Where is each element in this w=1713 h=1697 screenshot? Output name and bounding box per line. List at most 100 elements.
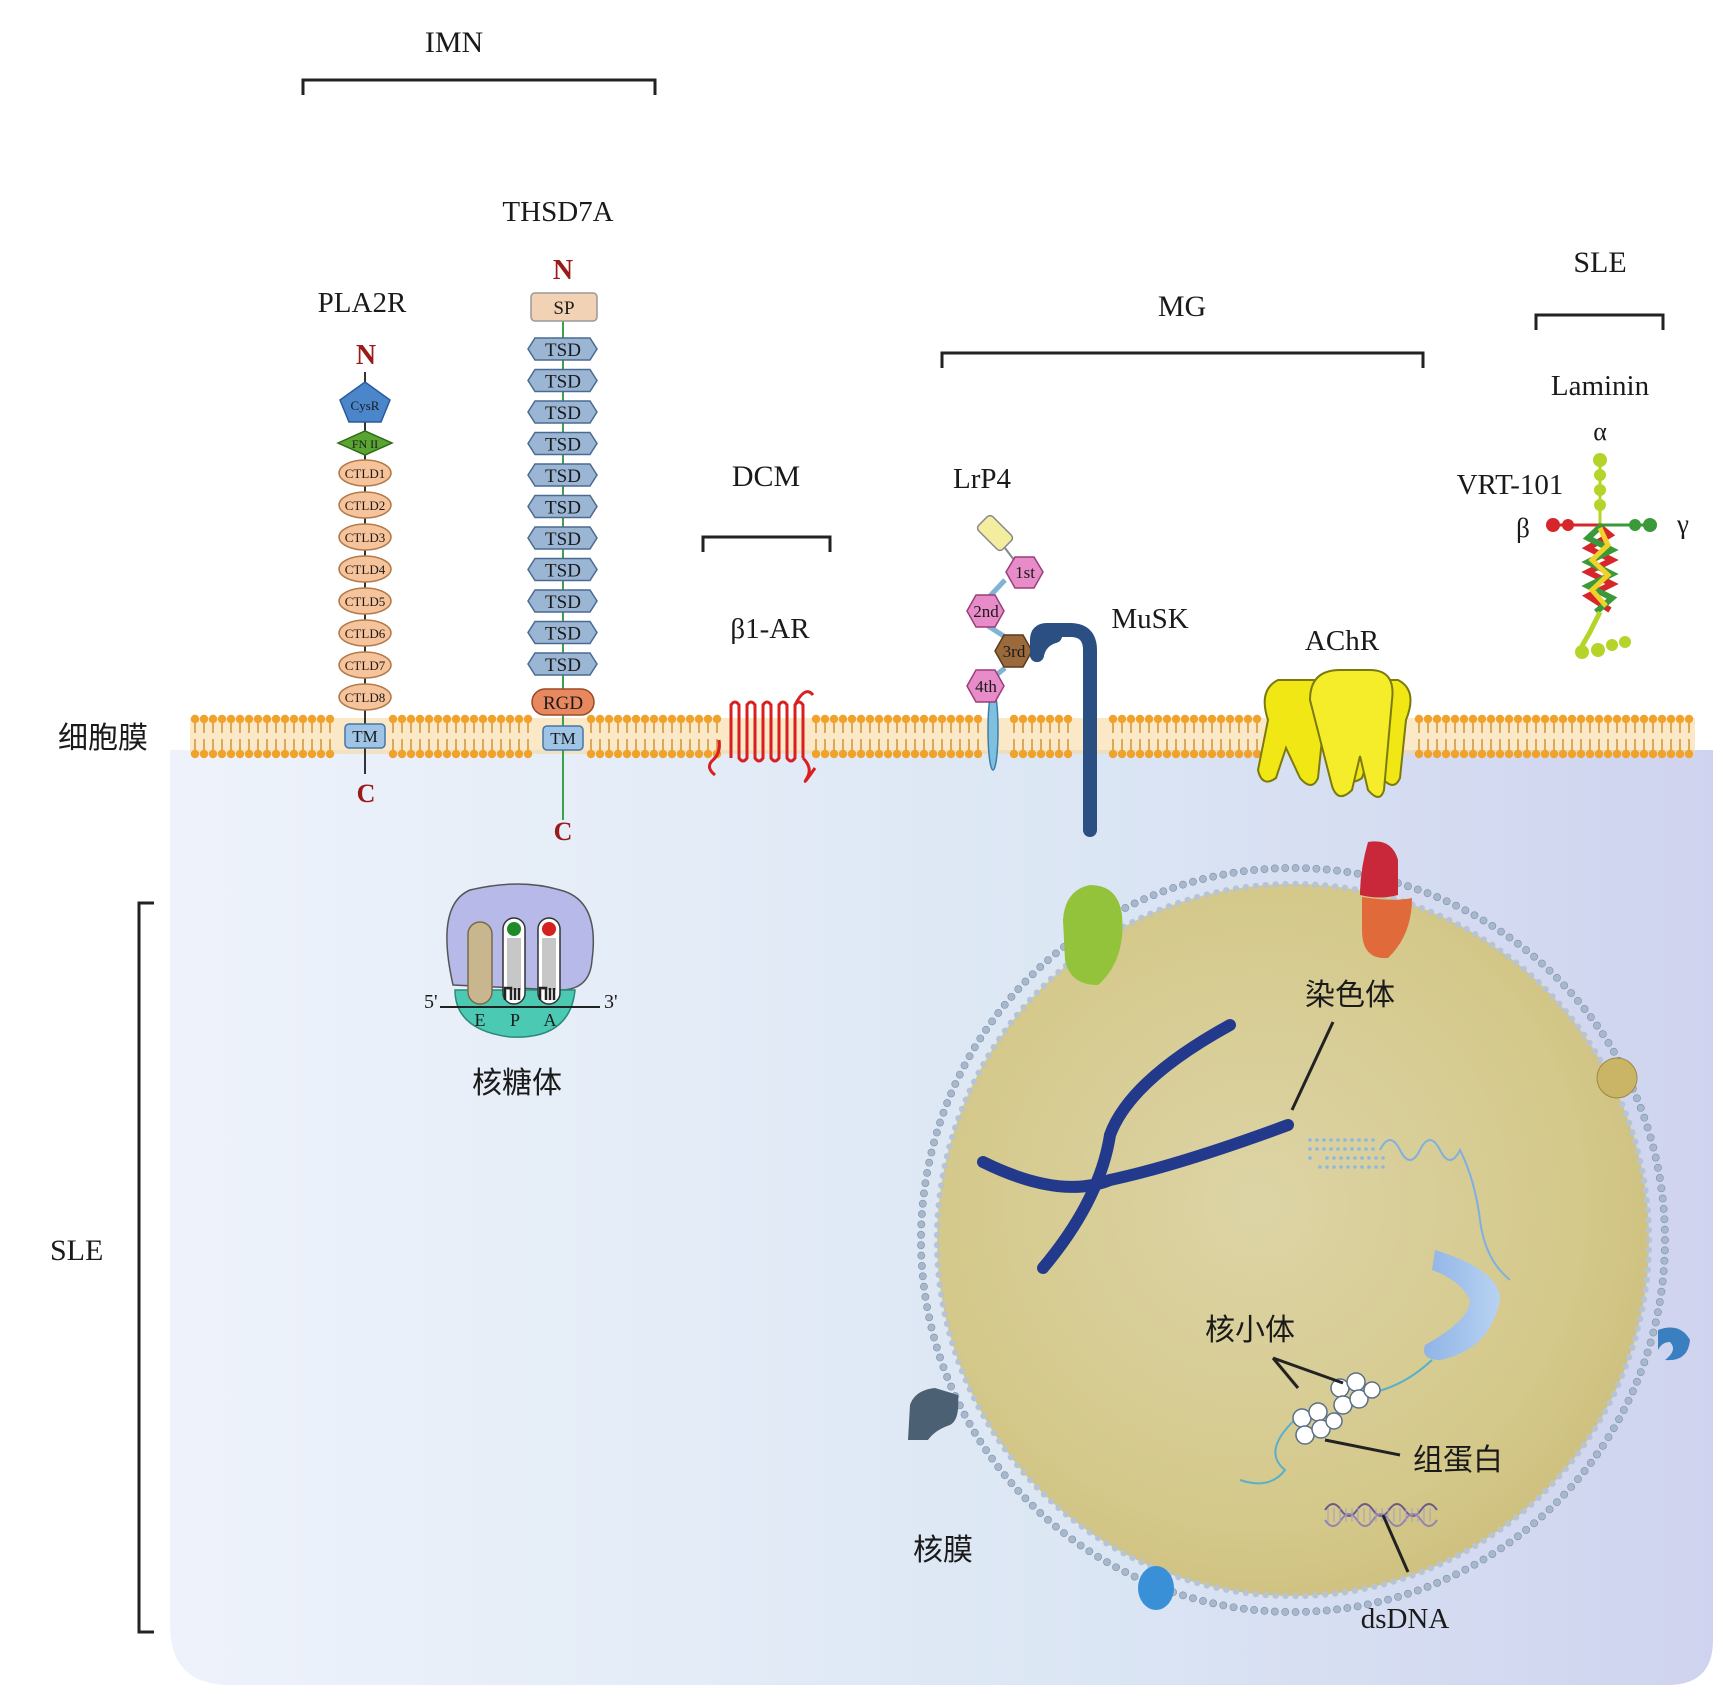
thsd7a-tsd-domain-3: TSD (527, 400, 598, 424)
svg-text:CTLD3: CTLD3 (345, 530, 385, 545)
bracket-imn-label: IMN (425, 26, 483, 59)
histone-pointer (1324, 1438, 1401, 1457)
lrp4-domain-2nd: 2nd (966, 594, 1005, 628)
nucleosome-label: 核小体 (1205, 1313, 1295, 1348)
bracket-dcm-label: DCM (732, 460, 800, 493)
chromosome-label: 染色体 (1305, 978, 1395, 1013)
pla2r-n-terminus: N (356, 340, 376, 371)
ribosome-site-p: P (510, 1010, 520, 1030)
ribosome-site-e: E (475, 1010, 486, 1030)
svg-text:RGD: RGD (543, 693, 583, 714)
thsd7a-rgd-domain: RGD (531, 688, 595, 716)
svg-text:TSD: TSD (545, 655, 581, 676)
svg-text:TSD: TSD (545, 435, 581, 456)
svg-text:TSD: TSD (545, 498, 581, 519)
dsdna-helix (1324, 1503, 1438, 1527)
nuclear-envelope-label: 核膜 (913, 1533, 973, 1568)
thsd7a-tsd-domain-7: TSD (527, 526, 598, 550)
svg-text:CTLD7: CTLD7 (345, 658, 386, 673)
ribosome-label: 核糖体 (472, 1066, 562, 1101)
pla2r-ctld5-domain: CTLD5 (338, 587, 392, 615)
thsd7a-tsd-domain-6: TSD (527, 494, 598, 519)
vrt101-label: VRT-101 (1457, 469, 1564, 501)
nuclear-protein-blue-hook (1658, 1327, 1690, 1361)
svg-text:TM: TM (352, 727, 378, 746)
nuclear-protein-green (1063, 885, 1123, 985)
bracket-sle-left-label: SLE (50, 1234, 103, 1267)
ribosome-site-a: A (544, 1010, 557, 1030)
chromosome (977, 1019, 1294, 1274)
svg-text:CTLD2: CTLD2 (345, 498, 385, 513)
pla2r-ctld1-domain: CTLD1 (338, 459, 392, 487)
pla2r-ctld6-domain: CTLD6 (338, 619, 392, 647)
svg-text:CTLD5: CTLD5 (345, 594, 385, 609)
thsd7a-sp-domain: SP (530, 292, 598, 322)
bracket-dcm (701, 535, 832, 552)
lrp4-domain-4th: 4th (966, 669, 1005, 703)
svg-text:TM: TM (550, 729, 576, 748)
bracket-mg (940, 351, 1425, 368)
laminin-label: Laminin (1551, 370, 1650, 402)
svg-text:SP: SP (553, 298, 574, 319)
thsd7a-c-terminus: C (554, 817, 573, 846)
ribosome-three-prime: 3' (604, 991, 618, 1013)
svg-text:TSD: TSD (545, 466, 581, 487)
laminin-molecule (1546, 453, 1657, 659)
pla2r-tm-domain: TM (344, 723, 386, 749)
pla2r-c-terminus: C (357, 779, 376, 808)
dsdna-label: dsDNA (1361, 1603, 1450, 1635)
pla2r-fn2-domain: FN II (336, 430, 394, 456)
svg-text:TSD: TSD (545, 624, 581, 645)
histone-label: 组蛋白 (1413, 1443, 1503, 1478)
bracket-mg-label: MG (1158, 290, 1206, 323)
svg-text:TSD: TSD (545, 403, 581, 424)
b1ar-label: β1-AR (730, 613, 810, 645)
bracket-sle-top (1534, 313, 1665, 330)
chromatin-fiber (1239, 1138, 1511, 1485)
thsd7a-tsd-domain-2: TSD (527, 368, 598, 393)
bracket-imn (301, 78, 657, 95)
svg-text:CTLD4: CTLD4 (345, 562, 386, 577)
thsd7a-label: THSD7A (502, 196, 613, 228)
pla2r-ctld3-domain: CTLD3 (338, 523, 392, 551)
nuclear-protein-tan (1596, 1057, 1638, 1099)
lrp4-label: LrP4 (953, 463, 1012, 495)
nuclear-protein-red (1360, 841, 1412, 959)
musk-label: MuSK (1111, 603, 1188, 635)
thsd7a-tsd-domain-11: TSD (527, 652, 598, 676)
svg-text:2nd: 2nd (973, 602, 999, 621)
svg-text:3rd: 3rd (1003, 642, 1026, 661)
nucleus (917, 864, 1669, 1616)
laminin-beta-label: β (1516, 513, 1530, 543)
svg-text:TSD: TSD (545, 561, 581, 582)
thsd7a-n-terminus: N (553, 255, 573, 286)
svg-text:TSD: TSD (545, 529, 581, 550)
pla2r-ctld8-domain: CTLD8 (338, 683, 392, 711)
svg-text:CTLD6: CTLD6 (345, 626, 386, 641)
svg-text:TSD: TSD (545, 340, 581, 361)
pla2r-label: PLA2R (318, 287, 407, 319)
achr-label: AChR (1305, 625, 1380, 657)
svg-text:CTLD1: CTLD1 (345, 466, 385, 481)
bracket-sle-left (137, 901, 154, 1634)
svg-text:TSD: TSD (545, 592, 581, 613)
laminin-gamma-label: γ (1676, 509, 1689, 539)
nuclear-protein-blue (1138, 1566, 1174, 1610)
pla2r-ctld7-domain: CTLD7 (338, 651, 392, 679)
lrp4-domain-3rd: 3rd (994, 634, 1033, 668)
ribosome-five-prime: 5' (424, 991, 438, 1013)
thsd7a-tsd-domain-1: TSD (527, 337, 598, 361)
thsd7a-tsd-domain-5: TSD (527, 463, 598, 487)
thsd7a-tm-domain: TM (542, 725, 584, 751)
nucleosome-lower (1292, 1402, 1343, 1445)
thsd7a-tsd-domain-8: TSD (527, 557, 598, 582)
pla2r-cysr-domain: CysR (339, 381, 391, 423)
pla2r-ctld4-domain: CTLD4 (338, 555, 392, 583)
svg-text:4th: 4th (975, 677, 997, 696)
b1ar-receptor (708, 690, 817, 783)
nuclear-protein-gray (908, 1388, 959, 1440)
achr-receptor (1256, 669, 1412, 798)
svg-text:1st: 1st (1015, 563, 1035, 582)
thsd7a-tsd-domain-4: TSD (527, 431, 598, 456)
